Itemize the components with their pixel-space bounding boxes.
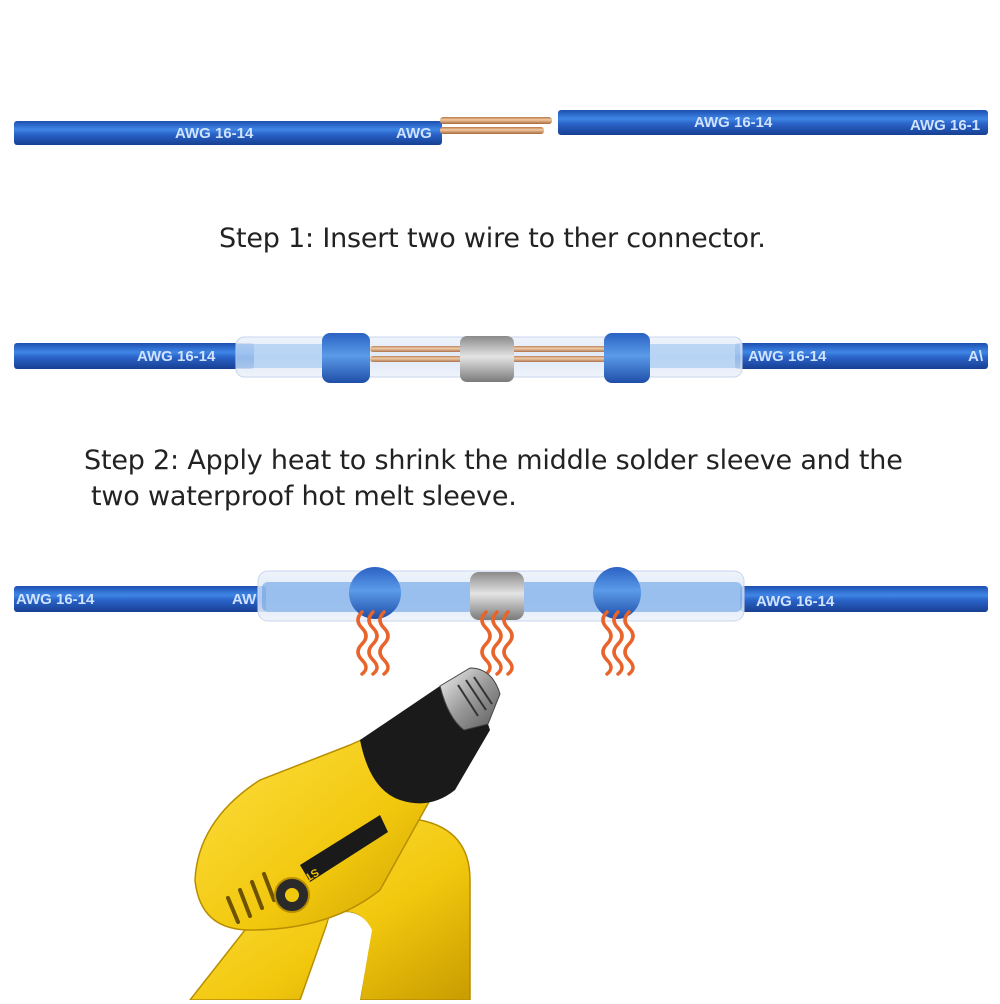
- wire-label: AWG 16-14: [137, 348, 216, 365]
- wire-label: AWG 16-1: [910, 117, 980, 134]
- row2-wire-right: AWG 16-14 A\: [735, 343, 988, 369]
- wire-label: AW: [232, 591, 257, 608]
- wire-label: AWG 16-14: [175, 125, 254, 142]
- row1-wire-left: AWG 16-14 AWG: [14, 121, 442, 145]
- step2-caption-line2: two waterproof hot melt sleeve.: [91, 481, 517, 512]
- hot-melt-ring-right: [604, 333, 650, 383]
- row2-connector: [235, 333, 743, 383]
- heat-wave-icon: [601, 610, 635, 676]
- heat-gun-icon: STANLEY: [188, 667, 501, 1001]
- row1-wire-right: AWG 16-14 AWG 16-1: [558, 110, 988, 135]
- heat-wave-icon: [480, 610, 514, 676]
- solder-sleeve: [470, 572, 524, 620]
- row2-wire-left: AWG 16-14: [14, 343, 254, 369]
- row3-connector-shrunk: [257, 567, 745, 622]
- hot-melt-ring-left: [349, 567, 401, 619]
- wire-label: A\: [968, 348, 984, 365]
- wire-label: AWG 16-14: [16, 591, 95, 608]
- wire-label: AWG: [396, 125, 432, 142]
- row1-copper-strands: [440, 117, 552, 134]
- step2-caption-line1: Step 2: Apply heat to shrink the middle …: [84, 445, 903, 476]
- hot-melt-ring-left: [322, 333, 370, 383]
- row3-wire-right: AWG 16-14: [740, 586, 988, 612]
- step1-caption: Step 1: Insert two wire to ther connecto…: [219, 223, 766, 254]
- hot-melt-ring-right: [593, 567, 641, 619]
- row3-wire-left: AWG 16-14 AW: [14, 586, 266, 612]
- wire-label: AWG 16-14: [748, 348, 827, 365]
- wire-label: AWG 16-14: [694, 114, 773, 131]
- wire-label: AWG 16-14: [756, 593, 835, 610]
- solder-sleeve: [460, 336, 514, 382]
- heat-wave-icon: [356, 610, 390, 676]
